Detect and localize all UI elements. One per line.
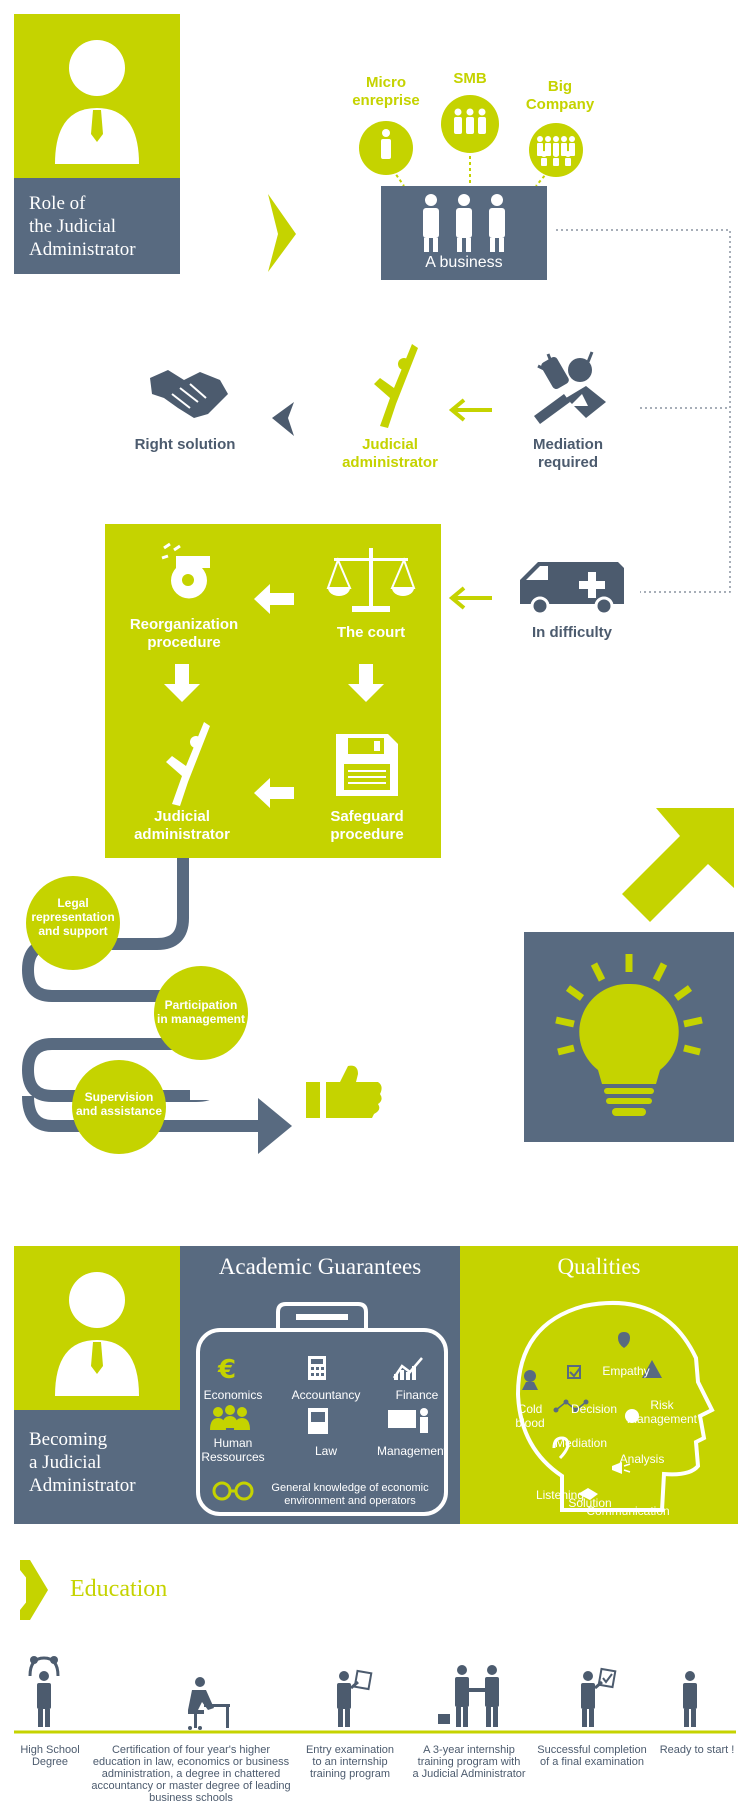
arrow-left-white-icon	[254, 778, 294, 808]
role-avatar-panel	[14, 14, 180, 178]
chevron-right-icon	[268, 194, 296, 272]
education-step: A 3-year internship training program wit…	[412, 1744, 526, 1780]
arrow-left-white-icon	[254, 584, 294, 614]
judicial-admin-box-label: Judicial administrator	[134, 808, 230, 843]
procedure-panel	[105, 524, 441, 858]
lightbulb-icon	[555, 954, 703, 1116]
big-label: Big Company	[525, 78, 595, 113]
quality-mediation: Mediation	[554, 1436, 608, 1450]
judicial-admin-label: Judicial administrator	[342, 436, 438, 471]
in-difficulty-label: In difficulty	[532, 624, 612, 641]
business-label: A business	[425, 254, 503, 271]
education-timeline	[14, 1656, 736, 1734]
qualities-panel: Qualities Empathy Cold blood Decision Ri…	[460, 1246, 738, 1524]
mediation-hammer-icon	[534, 351, 606, 424]
person-icon	[55, 1272, 139, 1396]
quality-solution-label: Solution	[568, 1496, 612, 1510]
becoming-avatar-panel	[14, 1246, 180, 1410]
lightbulb-panel	[524, 932, 734, 1142]
academic-panel: Academic Guarantees € Economics Accounta…	[180, 1246, 460, 1524]
academic-item: Economics	[203, 1388, 263, 1402]
mission-participation: Participation in management	[154, 966, 248, 1060]
safeguard-label: Safeguard procedure	[330, 808, 404, 843]
right-solution-label: Right solution	[134, 436, 236, 453]
whistle-icon	[161, 542, 210, 599]
briefcase-icon: €	[196, 1302, 448, 1516]
quality-analysis: Analysis	[619, 1452, 665, 1466]
education-step: Entry examination to an internship train…	[305, 1744, 395, 1780]
academic-item: Finance	[395, 1388, 439, 1402]
mission-supervision: Supervision and assistance	[72, 1060, 166, 1154]
academic-item: Accountancy	[291, 1388, 361, 1402]
company-size-circles	[359, 95, 583, 187]
floppy-disk-icon	[336, 734, 398, 796]
ambulance-icon	[520, 562, 624, 616]
arrow-left-icon	[448, 398, 492, 422]
smb-label: SMB	[453, 70, 487, 87]
role-title-panel: Role of the Judicial Administrator	[14, 178, 180, 274]
dotted-connector	[556, 229, 731, 593]
court-label: The court	[336, 624, 406, 641]
winding-path-fix	[0, 0, 750, 1200]
business-people-icon	[423, 194, 505, 252]
quality-communication: Communication	[586, 1504, 670, 1518]
education-step: Ready to start !	[659, 1744, 735, 1756]
thumbs-up-icon	[306, 1065, 382, 1118]
mission-legal: Legal representation and support	[26, 876, 120, 970]
education-step: Successful completion of a final examina…	[537, 1744, 647, 1768]
quality-empathy: Empathy	[602, 1364, 650, 1378]
superhero-icon	[374, 344, 418, 428]
education-title: Education	[70, 1576, 168, 1602]
qualities-title: Qualities	[557, 1254, 641, 1279]
reorganization-label: Reorganization procedure	[129, 616, 239, 651]
arrow-up-right-icon	[622, 808, 734, 922]
quality-decision: Decision	[570, 1402, 618, 1416]
academic-item: Human Ressources	[201, 1436, 265, 1464]
academic-general: General knowledge of economic environmen…	[271, 1482, 429, 1507]
mediation-required-label: Mediation required	[533, 436, 603, 471]
academic-item: Management	[376, 1444, 448, 1458]
arrow-down-white-icon	[348, 664, 384, 702]
person-icon	[55, 40, 139, 164]
arrow-down-white-icon	[164, 664, 200, 702]
role-title: Role of the Judicial Administrator	[29, 193, 136, 260]
quality-risk: Risk management	[626, 1398, 698, 1426]
academic-title: Academic Guarantees	[218, 1254, 422, 1279]
becoming-title-panel: Becoming a Judicial Administrator	[14, 1410, 180, 1524]
arrow-left-icon	[448, 586, 492, 610]
svg-text:€: €	[217, 1355, 236, 1385]
handshake-icon	[150, 370, 228, 418]
quality-listening: Listening	[535, 1488, 585, 1502]
quality-cold-blood: Cold blood	[515, 1402, 545, 1430]
business-box: A business	[381, 186, 547, 280]
becoming-title: Becoming a Judicial Administrator	[29, 1429, 136, 1496]
education-step: High School Degree	[20, 1744, 80, 1768]
education-chevron-icon	[20, 1560, 48, 1620]
academic-item: Law	[314, 1444, 337, 1458]
education-step: Certification of four year's higher educ…	[91, 1744, 291, 1804]
scales-icon	[326, 548, 416, 612]
chevron-left-icon	[272, 402, 294, 436]
micro-label: Micro enreprise	[352, 74, 420, 109]
head-outline-icon	[515, 1301, 715, 1512]
superhero-white-icon	[166, 722, 210, 806]
